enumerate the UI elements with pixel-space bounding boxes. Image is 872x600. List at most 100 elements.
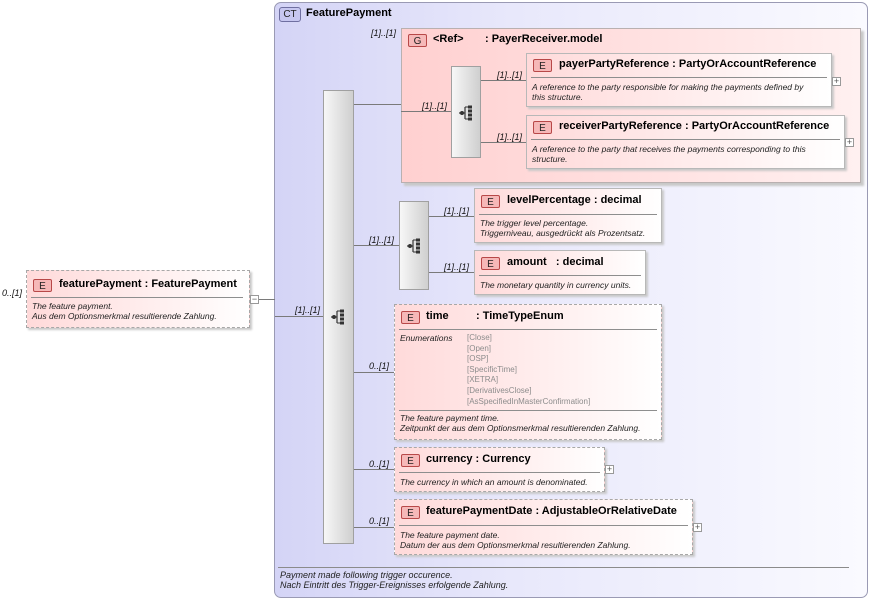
element-cardinality: [1]..[1]: [497, 132, 523, 142]
sequence-compositor-icon: [459, 105, 472, 121]
enumeration-item: [OSP]: [467, 354, 489, 364]
element-separator: [531, 139, 840, 140]
element-doc: The feature payment time. Zeitpunkt der …: [400, 413, 640, 433]
element-doc: A reference to the party responsible for…: [532, 82, 803, 102]
element-amount[interactable]: E amount : decimal The monetary quantity…: [474, 250, 646, 295]
element-payerpartyreference[interactable]: E payerPartyReference : PartyOrAccountRe…: [526, 53, 832, 107]
element-badge: E: [533, 121, 552, 134]
enumeration-item: [DerivativesClose]: [467, 385, 532, 395]
element-name: featurePayment : FeaturePayment: [59, 278, 237, 290]
plus-icon[interactable]: +: [693, 522, 702, 532]
element-separator: [531, 77, 827, 78]
connector-line: [354, 104, 401, 105]
element-badge: E: [401, 454, 420, 467]
group-cardinality: [1]..[1]: [371, 28, 397, 38]
connector-line: [481, 142, 526, 143]
element-badge: E: [533, 59, 552, 72]
complex-type-badge: CT: [279, 7, 301, 22]
element-separator: [399, 410, 657, 411]
connector-line: [429, 272, 474, 273]
doc-line: this structure.: [532, 92, 584, 102]
root-cardinality: 0..[1]: [2, 288, 23, 298]
element-doc: The monetary quantity in currency units.: [480, 280, 631, 290]
element-cardinality: [1]..[1]: [497, 70, 523, 80]
element-badge: E: [33, 279, 52, 292]
collapse-icon[interactable]: −: [250, 294, 259, 304]
element-badge: E: [481, 195, 500, 208]
element-separator: [399, 329, 657, 330]
element-type: : TimeTypeEnum: [476, 310, 564, 322]
root-element-featurepayment[interactable]: E featurePayment : FeaturePayment The fe…: [26, 270, 250, 328]
sub-sequence-compositor[interactable]: [399, 201, 429, 290]
element-doc: The currency in which an amount is denom…: [400, 477, 588, 487]
sub-sequence-cardinality: [1]..[1]: [369, 235, 395, 245]
element-receiverpartyreference[interactable]: E receiverPartyReference : PartyOrAccoun…: [526, 115, 845, 169]
element-doc: The trigger level percentage. Triggerniv…: [480, 218, 645, 238]
element-name: time: [426, 310, 449, 322]
doc-line: A reference to the party responsible for…: [532, 82, 804, 92]
element-name: payerPartyReference : PartyOrAccountRefe…: [559, 58, 817, 70]
doc-line: Payment made following trigger occurence…: [280, 570, 453, 580]
complex-type-separator: [278, 567, 849, 568]
group-badge: G: [408, 34, 427, 47]
enumeration-item: [Close]: [467, 333, 492, 342]
element-name: currency : Currency: [426, 453, 531, 465]
element-cardinality: 0..[1]: [369, 516, 390, 526]
element-doc: A reference to the party that receives t…: [532, 144, 806, 164]
doc-line: The monetary quantity in currency units.: [480, 280, 632, 290]
connector-line: [354, 469, 394, 470]
inner-sequence-cardinality: [1]..[1]: [422, 101, 448, 111]
element-badge: E: [401, 506, 420, 519]
element-separator: [479, 275, 641, 276]
element-badge: E: [401, 311, 420, 324]
doc-line: The feature payment.: [32, 301, 113, 311]
doc-line: The feature payment time.: [400, 413, 500, 423]
connector-line: [481, 80, 526, 81]
plus-icon[interactable]: +: [605, 464, 614, 474]
element-doc: The feature payment. Aus dem Optionsmerk…: [32, 301, 217, 321]
doc-line: A reference to the party that receives t…: [532, 144, 806, 154]
element-separator: [479, 214, 657, 215]
connector-line: [354, 527, 394, 528]
element-cardinality: [1]..[1]: [444, 262, 470, 272]
doc-line: Nach Eintritt des Trigger-Ereignisses er…: [280, 580, 509, 590]
doc-line: Aus dem Optionsmerkmal resultierende Zah…: [32, 311, 217, 321]
doc-line: Datum der aus dem Optionsmerkmal resulti…: [400, 540, 631, 550]
main-sequence-compositor[interactable]: [323, 90, 354, 544]
element-name: featurePaymentDate : AdjustableOrRelativ…: [426, 505, 677, 517]
element-time[interactable]: E time : TimeTypeEnum Enumerations [Clos…: [394, 304, 662, 440]
element-badge: E: [481, 257, 500, 270]
plus-icon[interactable]: +: [832, 76, 841, 86]
enumeration-item: [AsSpecifiedInMasterConfirmation]: [467, 396, 591, 406]
doc-line: Triggerniveau, ausgedrückt als Prozentsa…: [480, 228, 646, 238]
enumeration-item: [Open]: [467, 343, 492, 353]
complex-type-title: FeaturePayment: [306, 7, 392, 19]
plus-icon[interactable]: +: [845, 137, 854, 147]
group-name: : PayerReceiver.model: [485, 33, 603, 45]
connector-line: [429, 216, 474, 217]
connector-line: [259, 299, 275, 300]
element-separator: [399, 472, 600, 473]
element-levelpercentage[interactable]: E levelPercentage : decimal The trigger …: [474, 188, 662, 243]
doc-line: Zeitpunkt der aus dem Optionsmerkmal res…: [400, 423, 641, 433]
doc-line: The feature payment date.: [400, 530, 500, 540]
sequence-compositor-icon: [407, 238, 420, 254]
main-sequence-cardinality: [1]..[1]: [295, 305, 321, 315]
enumeration-item: [XETRA]: [467, 375, 499, 385]
element-name: amount : decimal: [507, 256, 604, 268]
enumeration-list: [Close] [Open] [OSP] [SpecificTime] [XET…: [467, 333, 590, 407]
element-cardinality: [1]..[1]: [444, 206, 470, 216]
complex-type-doc: Payment made following trigger occurence…: [280, 570, 508, 590]
element-doc: The feature payment date. Datum der aus …: [400, 530, 631, 550]
element-featurepaymentdate[interactable]: E featurePaymentDate : AdjustableOrRelat…: [394, 499, 693, 555]
element-cardinality: 0..[1]: [369, 459, 390, 469]
doc-line: The currency in which an amount is denom…: [400, 477, 588, 487]
element-separator: [31, 297, 243, 298]
element-currency[interactable]: E currency : Currency The currency in wh…: [394, 447, 605, 492]
connector-line: [275, 316, 323, 317]
sequence-compositor-icon: [331, 309, 344, 325]
inner-sequence-compositor[interactable]: [451, 66, 481, 158]
element-name: receiverPartyReference : PartyOrAccountR…: [559, 120, 830, 132]
connector-line: [401, 111, 451, 112]
element-separator: [399, 525, 688, 526]
